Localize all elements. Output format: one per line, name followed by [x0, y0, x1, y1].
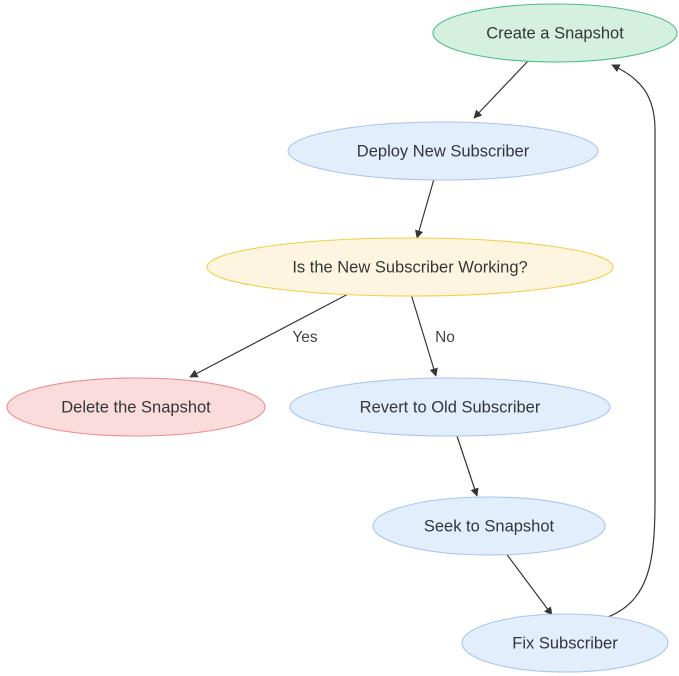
node-revert-to-old-subscriber-label: Revert to Old Subscriber	[360, 398, 541, 416]
node-deploy-new-subscriber[interactable]: Deploy New Subscriber	[287, 121, 599, 181]
edge-label-yes: Yes	[292, 329, 318, 346]
node-seek-to-snapshot[interactable]: Seek to Snapshot	[372, 496, 606, 556]
edge-seek-to-fix	[504, 551, 553, 616]
edge-create-to-deploy	[473, 60, 529, 119]
edge-revert-to-seek	[456, 435, 479, 497]
node-create-snapshot[interactable]: Create a Snapshot	[432, 3, 678, 63]
node-seek-to-snapshot-shape[interactable]	[372, 496, 606, 556]
edge-deploy-to-decision	[415, 178, 435, 239]
node-is-new-subscriber-working-label: Is the New Subscriber Working?	[292, 258, 527, 276]
node-create-snapshot-label: Create a Snapshot	[486, 24, 624, 42]
edges-layer	[189, 60, 656, 618]
edge-labels-layer: Yes No	[292, 329, 455, 346]
edge-decision-no-revert	[410, 293, 438, 377]
edge-fix-to-create	[607, 64, 656, 618]
node-deploy-new-subscriber-shape[interactable]	[287, 121, 599, 181]
node-seek-to-snapshot-label: Seek to Snapshot	[424, 517, 555, 535]
edge-label-no: No	[435, 329, 455, 346]
node-revert-to-old-subscriber[interactable]: Revert to Old Subscriber	[289, 377, 611, 437]
node-create-snapshot-shape[interactable]	[432, 3, 678, 63]
node-fix-subscriber[interactable]: Fix Subscriber	[461, 613, 669, 673]
edge-decision-yes-delete	[189, 291, 353, 378]
node-fix-subscriber-shape[interactable]	[461, 613, 669, 673]
node-fix-subscriber-label: Fix Subscriber	[512, 634, 618, 652]
node-is-new-subscriber-working-shape[interactable]	[206, 237, 614, 297]
node-is-new-subscriber-working[interactable]: Is the New Subscriber Working?	[206, 237, 614, 297]
node-deploy-new-subscriber-label: Deploy New Subscriber	[357, 142, 530, 160]
node-delete-the-snapshot[interactable]: Delete the Snapshot	[6, 377, 266, 437]
node-delete-the-snapshot-label: Delete the Snapshot	[61, 398, 211, 416]
node-revert-to-old-subscriber-shape[interactable]	[289, 377, 611, 437]
node-delete-the-snapshot-shape[interactable]	[6, 377, 266, 437]
nodes-layer: Create a Snapshot Deploy New Subscriber …	[6, 3, 678, 673]
